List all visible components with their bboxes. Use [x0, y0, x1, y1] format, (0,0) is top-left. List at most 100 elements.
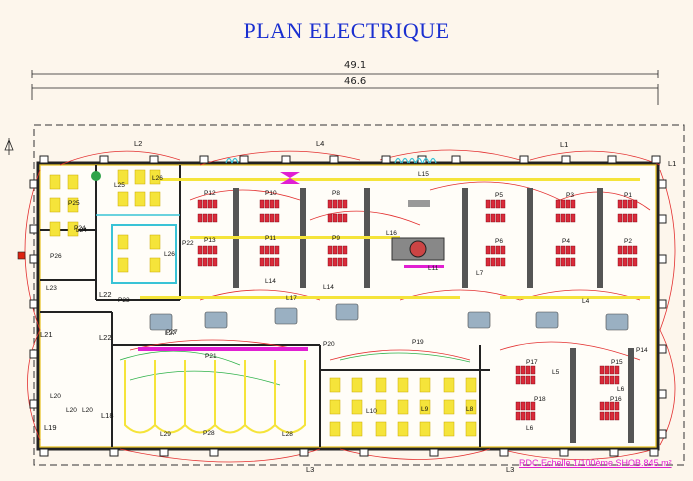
desk-seat	[202, 213, 208, 223]
zone-label: P24	[74, 225, 86, 232]
wall-socket	[239, 155, 249, 164]
wall-socket	[99, 155, 109, 164]
light-fixture	[351, 399, 363, 415]
zone-label: P1	[624, 192, 632, 199]
circuit-label: L7	[476, 270, 484, 277]
light-fixture	[117, 234, 129, 250]
wall-socket	[299, 448, 309, 457]
desk-seat	[609, 375, 615, 385]
light-fixture	[375, 399, 387, 415]
desk-seat	[622, 245, 628, 255]
light-fixture	[149, 169, 161, 185]
desk-seat	[632, 245, 638, 255]
wall-socket	[658, 179, 667, 189]
circuit-label: L25	[114, 182, 125, 189]
panel-marker	[17, 251, 26, 260]
desk-seat	[269, 213, 275, 223]
wall-socket	[281, 155, 291, 164]
label-top-4: L1	[668, 159, 676, 168]
label-top-1: L2	[134, 139, 142, 148]
desk-seat	[212, 245, 218, 255]
desk-seat	[202, 245, 208, 255]
desk-seat	[500, 245, 506, 255]
desk-seat	[274, 199, 280, 209]
light-fixture	[443, 399, 455, 415]
wall-socket	[658, 254, 667, 264]
zone-label: P17	[526, 359, 538, 366]
wall-socket	[559, 448, 569, 457]
meeting-table	[204, 311, 228, 329]
desk-seat	[269, 257, 275, 267]
zone-label: P23	[118, 297, 130, 304]
wall-socket	[499, 448, 509, 457]
wall-socket	[561, 155, 571, 164]
meeting-table	[335, 303, 359, 321]
desk-seat	[500, 213, 506, 223]
desk-seat	[269, 199, 275, 209]
desk-seat	[599, 411, 605, 421]
circuit-label: L26	[164, 251, 175, 258]
wall-socket	[39, 155, 49, 164]
desk-seat	[490, 245, 496, 255]
desk-seat	[604, 375, 610, 385]
light-fixture	[49, 197, 61, 213]
light-fixture	[465, 377, 477, 393]
desk-seat	[202, 257, 208, 267]
desk-seat	[614, 365, 620, 375]
circuit-label: L9	[421, 406, 429, 413]
window-mark	[401, 157, 409, 164]
desk-seat	[525, 365, 531, 375]
desk-seat	[622, 199, 628, 209]
light-fixture	[67, 221, 79, 237]
site-boundary	[33, 124, 685, 466]
desk-seat	[495, 213, 501, 223]
zone-label: P12	[204, 190, 216, 197]
label-left-1: L22	[99, 290, 112, 299]
desk-seat	[485, 199, 491, 209]
desk-seat	[604, 411, 610, 421]
light-fixture	[67, 197, 79, 213]
light-fixture	[443, 377, 455, 393]
desk-seat	[609, 365, 615, 375]
desk-seat	[197, 245, 203, 255]
desk-seat	[520, 401, 526, 411]
zone-label: P16	[610, 396, 622, 403]
desk-seat	[332, 199, 338, 209]
circuit-label: L8	[466, 406, 474, 413]
desk-seat	[202, 199, 208, 209]
desk-seat	[515, 411, 521, 421]
desk-seat	[617, 245, 623, 255]
desk-seat	[627, 257, 633, 267]
wall-socket	[199, 155, 209, 164]
zone-label: P2	[624, 238, 632, 245]
zone-label: P25	[68, 200, 80, 207]
meeting-table	[605, 313, 629, 331]
wall-socket	[607, 155, 617, 164]
desk-seat	[599, 375, 605, 385]
light-fixture	[134, 191, 146, 207]
desk-seat	[207, 245, 213, 255]
desk-seat	[274, 245, 280, 255]
desk-seat	[490, 213, 496, 223]
desk-seat	[337, 245, 343, 255]
light-fixture	[329, 377, 341, 393]
desk-seat	[560, 199, 566, 209]
desk-seat	[570, 199, 576, 209]
zone-label: P9	[332, 235, 340, 242]
desk-seat	[495, 199, 501, 209]
zone-label: P28	[203, 430, 215, 437]
light-fixture	[329, 421, 341, 437]
meeting-table	[535, 311, 559, 329]
window-mark	[394, 157, 402, 164]
light-strip	[500, 296, 650, 299]
north-arrow-icon	[4, 138, 14, 155]
desk-seat	[207, 213, 213, 223]
desk-seat	[342, 213, 348, 223]
desk-seat	[632, 213, 638, 223]
desk-seat	[264, 257, 270, 267]
light-fixture	[149, 257, 161, 273]
desk-seat	[485, 257, 491, 267]
desk-seat	[485, 245, 491, 255]
